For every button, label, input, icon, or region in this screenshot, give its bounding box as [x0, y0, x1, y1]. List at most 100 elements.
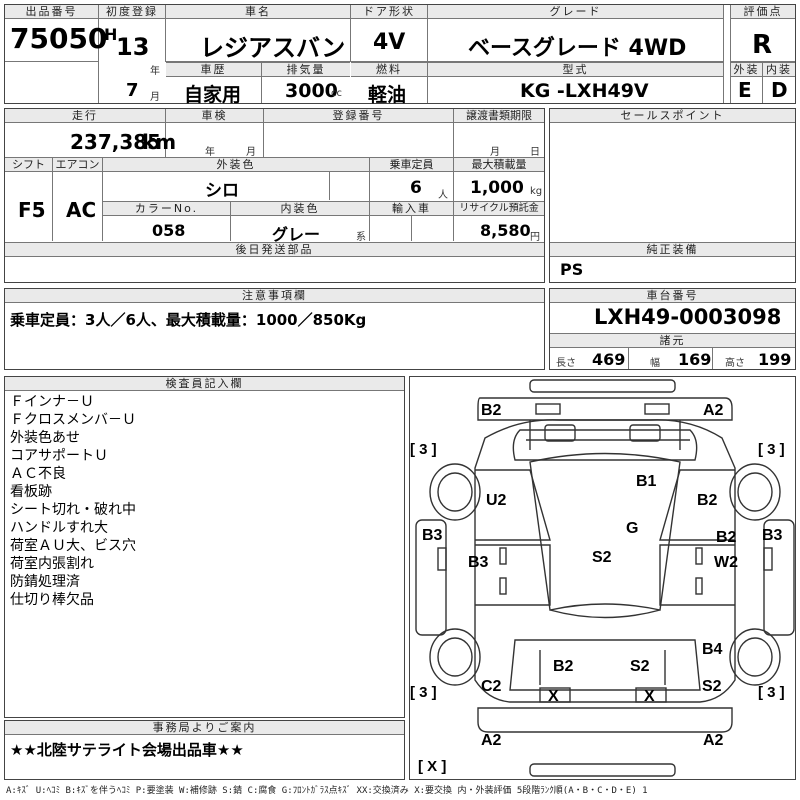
capacity: 6	[410, 178, 422, 198]
ac: AC	[66, 198, 97, 222]
car-name: レジアスバン	[200, 34, 346, 62]
mark-x-rear-right: X	[644, 688, 655, 705]
mark-s2-rear-corner: S2	[702, 678, 722, 695]
mark-b3-left-door: B3	[468, 554, 489, 571]
note-item: ＡＣ不良	[10, 466, 66, 482]
dims-label: 諸元	[550, 333, 795, 348]
bracket-rear-left: [ 3 ]	[410, 684, 437, 701]
recycle-unit: 円	[530, 232, 540, 243]
chassis-box	[549, 288, 796, 370]
load-label: 最大積載量	[454, 158, 544, 172]
mark-g-glass: G	[626, 520, 638, 537]
office-label: 事務局よりご案内	[5, 721, 404, 735]
history-label: 車歴	[166, 62, 261, 77]
bracket-front-right: [ 3 ]	[758, 441, 785, 458]
inspection-month-unit: 月	[246, 147, 256, 158]
ext-color-label: 外装色	[103, 158, 369, 172]
doors: 4V	[373, 30, 406, 55]
year-unit: 年	[150, 66, 160, 77]
ext-label: 外装	[731, 62, 762, 77]
note-item: ハンドルすれ大	[10, 520, 108, 536]
fuel: 軽油	[368, 84, 407, 106]
mark-a2-rear-right: A2	[703, 732, 724, 749]
displacement: 3000	[285, 80, 338, 102]
reg-year: 13	[116, 33, 150, 61]
mark-b2-right-door: B2	[697, 492, 718, 509]
office-box	[4, 720, 405, 780]
note-item: Ｆクロスメンバ－Ｕ	[10, 412, 136, 428]
note-item: 外装色あせ	[10, 430, 80, 446]
mark-b4-rear-right: B4	[702, 641, 723, 658]
reg-month: 7	[126, 80, 139, 101]
mark-u2-left-door: U2	[486, 492, 507, 509]
caution-box	[4, 288, 545, 370]
int-color-suffix: 系	[356, 232, 366, 243]
int-color: グレー	[272, 225, 321, 244]
load: 1,000	[470, 178, 524, 198]
ac-label: エアコン	[53, 158, 102, 172]
note-item: コアサポートＵ	[10, 448, 108, 464]
transfer-day-unit: 日	[530, 147, 540, 158]
caution-text: 乗車定員：3人／6人、最大積載量：1000／850Kg	[10, 311, 367, 329]
displacement-label: 排気量	[262, 62, 350, 77]
recycle: 8,580	[480, 221, 531, 240]
history: 自家用	[184, 84, 242, 106]
width: 169	[678, 350, 712, 369]
fuel-label: 燃料	[351, 62, 427, 77]
note-item: 荷室内張割れ	[10, 556, 94, 572]
shift-label: シフト	[5, 158, 52, 172]
capacity-unit: 人	[438, 190, 448, 201]
mileage: 237,385	[70, 130, 162, 154]
note-item: Ｆインナ－Ｕ	[10, 394, 94, 410]
note-item: 荷室ＡＵ大、ビス穴	[10, 538, 136, 554]
month-unit: 月	[150, 92, 160, 103]
mark-a2-rear-left: A2	[481, 732, 502, 749]
transfer-month-unit: 月	[490, 147, 500, 158]
doors-label: ドア形状	[351, 5, 427, 19]
note-item: 防錆処理済	[10, 574, 80, 590]
height: 199	[758, 350, 792, 369]
mark-b2-front-left: B2	[481, 402, 502, 419]
score-label: 評価点	[731, 5, 795, 19]
car-damage-diagram: B2 A2 B1 U2 B2 G B3 B3 S2 B2 W2 B3 B4 B2…	[410, 379, 795, 777]
chassis-number: LXH49-0003098	[594, 305, 782, 329]
inspector-notes: Ｆインナ－Ｕ Ｆクロスメンバ－Ｕ 外装色あせ コアサポートＵ ＡＣ不良 看板跡 …	[10, 393, 136, 609]
transfer-label: 譲渡書類期限	[454, 109, 544, 123]
mileage-label: 走行	[5, 109, 165, 123]
mark-b1-roof: B1	[636, 473, 657, 490]
capacity-label: 乗車定員	[370, 158, 453, 172]
import-label: 輸入車	[370, 201, 453, 216]
mileage-unit: km	[142, 130, 177, 154]
load-unit: kg	[530, 186, 543, 197]
model: KG -LXH49V	[520, 80, 649, 102]
mark-a2-front-right: A2	[703, 402, 724, 419]
details-table	[4, 108, 545, 283]
later-parts-label: 後日発送部品	[5, 242, 544, 257]
mark-c2-rear-left: C2	[481, 678, 502, 695]
color-no: 058	[152, 221, 186, 240]
bracket-front-left: [ 3 ]	[410, 441, 437, 458]
legend: A:ｷｽﾞ U:ﾍｺﾐ B:ｷｽﾞを伴うﾍｺﾐ P:要塗装 W:補修跡 S:錆 …	[6, 786, 648, 796]
inspector-label: 検査員記入欄	[5, 377, 404, 391]
grade-label: グレード	[428, 5, 723, 19]
grade: ベースグレード 4WD	[468, 36, 687, 61]
inspection-year-unit: 年	[205, 147, 215, 158]
displacement-unit: cc	[331, 88, 342, 99]
int-color-label: 内装色	[231, 201, 369, 216]
genuine-label: 純正装備	[550, 242, 795, 257]
note-item: 看板跡	[10, 484, 52, 500]
mark-b3-right-side: B3	[762, 527, 783, 544]
genuine-value: PS	[560, 260, 584, 279]
shift: F5	[18, 198, 46, 222]
header-table	[4, 4, 796, 104]
mark-w2-right: W2	[714, 554, 738, 571]
int-grade: D	[771, 78, 788, 102]
score: R	[752, 30, 773, 60]
ext-color: シロ	[205, 181, 239, 201]
lot-label: 出品番号	[5, 5, 98, 19]
sales-points-label: セールスポイント	[550, 109, 795, 123]
mark-x-rear-left: X	[548, 688, 559, 705]
int-label: 内装	[763, 62, 795, 77]
reg-no-label: 登録番号	[264, 109, 453, 123]
caution-label: 注意事項欄	[5, 289, 544, 303]
